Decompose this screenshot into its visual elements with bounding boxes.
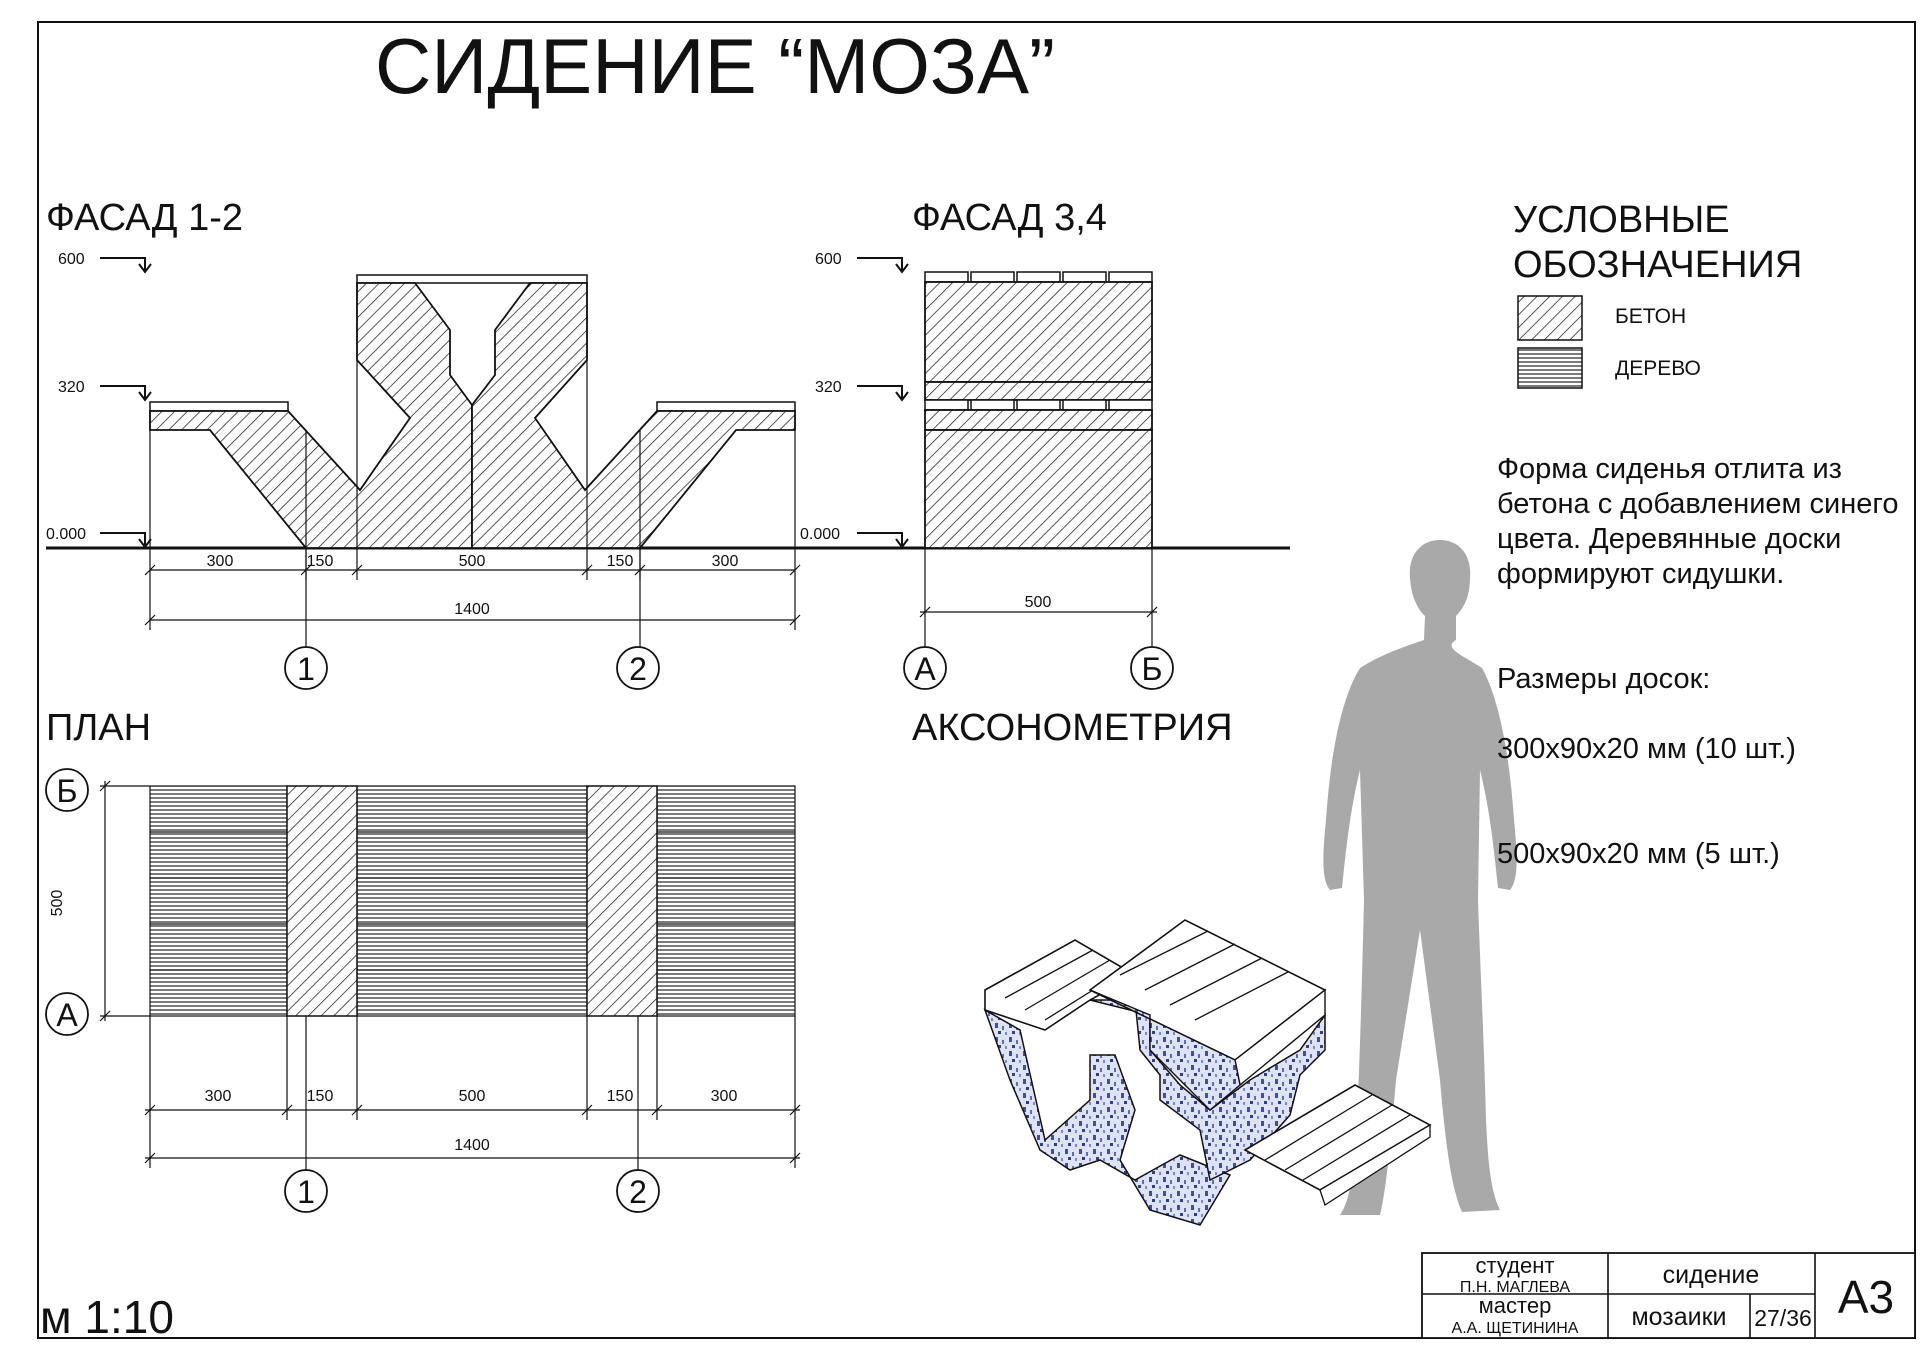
plan-dim-300-right: 300 <box>711 1088 738 1105</box>
page-title: СИДЕНИЕ “МОЗА” <box>375 22 1055 110</box>
plan-concrete-right <box>586 785 658 1017</box>
concrete-body-left <box>149 282 473 549</box>
legend-title-line2: ОБОЗНАЧЕНИЯ <box>1513 244 1802 286</box>
axis-1-bubble <box>284 646 328 690</box>
legend-title-line1: УСЛОВНЫЕ <box>1513 199 1730 241</box>
left-wood-board <box>149 401 289 412</box>
axis-1-label: 1 <box>297 651 315 687</box>
plan-axis-b-bubble <box>45 768 89 812</box>
level-600-b: 600 <box>815 251 842 268</box>
legend-sizes-title: Размеры досок: <box>1497 663 1711 695</box>
dim-300-right: 300 <box>712 553 739 570</box>
level-320: 320 <box>58 379 85 396</box>
axis-b-bubble <box>1130 646 1174 690</box>
axonometry: АКСОНОМЕТРИЯ <box>912 540 1517 1226</box>
axis-2-bubble <box>616 646 660 690</box>
plan-dim-150-left: 150 <box>307 1088 334 1105</box>
axis-a-label: А <box>914 651 936 687</box>
plan-axis-1-label: 1 <box>297 1174 315 1210</box>
plan-dimensions <box>99 780 801 1170</box>
stamp-format: А3 <box>1838 1271 1894 1323</box>
plan-view: ПЛАН <box>45 707 801 1213</box>
facade-1-2-dimensions <box>144 283 801 650</box>
axo-right-seat-front <box>1319 1123 1431 1207</box>
plan-dim-500-depth: 500 <box>49 890 66 917</box>
dim-150-right: 150 <box>607 553 634 570</box>
legend-size-2: 500х90х20 мм (5 шт.) <box>1497 838 1780 870</box>
level-marks-facade-1-2 <box>100 257 152 549</box>
plan-dim-500: 500 <box>459 1088 486 1105</box>
human-silhouette <box>1323 540 1517 1215</box>
plan-axis-a-label: А <box>56 997 78 1033</box>
plan-axis-2-label: 2 <box>629 1174 647 1210</box>
level-320-b: 320 <box>815 379 842 396</box>
concrete-lower-band <box>924 409 1153 431</box>
axo-top-seat-boards <box>1119 930 1289 1021</box>
stamp-master-name: А.А. ЩЕТИНИНА <box>1452 1320 1579 1337</box>
plan-dim-total: 1400 <box>454 1137 490 1154</box>
plan-axis-1-bubble <box>284 1169 328 1213</box>
plan-wood-boards <box>149 785 796 1017</box>
plan-axis-a-bubble <box>45 992 89 1036</box>
legend-concrete-swatch <box>1517 295 1583 341</box>
plan-axis-2-bubble <box>616 1169 660 1213</box>
stamp-student-label: студент <box>1476 1253 1555 1278</box>
plan-title: ПЛАН <box>46 707 151 749</box>
facade-3-4-dimensions <box>919 548 1158 650</box>
facade-1-2-title: ФАСАД 1-2 <box>46 197 243 239</box>
plan-axis-b-label: Б <box>57 773 78 809</box>
level-0000: 0.000 <box>46 526 86 543</box>
facade-3-4-title: ФАСАД 3,4 <box>912 197 1107 239</box>
axo-concrete-center <box>1089 999 1326 1182</box>
stamp-master-label: мастер <box>1479 1293 1552 1318</box>
axo-left-seat <box>984 939 1137 1031</box>
plan-dim-300-left: 300 <box>205 1088 232 1105</box>
middle-boards <box>924 399 1153 411</box>
facade-3-4: ФАСАД 3,4 600 320 0.000 5 <box>800 197 1174 690</box>
level-marks-facade-3-4 <box>857 257 909 549</box>
dim-total-1400: 1400 <box>454 601 490 618</box>
axo-concrete-left-leg <box>983 1008 1232 1226</box>
concrete-band <box>924 381 1153 401</box>
axis-a-bubble <box>903 646 947 690</box>
axonometry-title: АКСОНОМЕТРИЯ <box>912 707 1233 749</box>
dim-150-left: 150 <box>307 553 334 570</box>
stamp-student-name: П.Н. МАГЛЕВА <box>1460 1279 1570 1296</box>
concrete-lower <box>924 429 1153 549</box>
legend-description-text: Форма сиденья отлита из бетона с добавле… <box>1497 453 1899 590</box>
stamp-sheet-number: 27/36 <box>1754 1305 1812 1331</box>
stamp-subject-line2: мозаики <box>1631 1303 1726 1331</box>
axis-2-label: 2 <box>629 651 647 687</box>
title-block: студент П.Н. МАГЛЕВА мастер А.А. ЩЕТИНИН… <box>1421 1252 1916 1339</box>
legend: УСЛОВНЫЕ ОБОЗНАЧЕНИЯ БЕТОН ДЕРЕВО <box>1513 199 1802 389</box>
concrete-upper <box>924 281 1153 383</box>
dim-500-b: 500 <box>1025 594 1052 611</box>
sheet-frame <box>37 21 1916 1339</box>
plan-dim-150-right: 150 <box>607 1088 634 1105</box>
stamp-subject-line1: сидение <box>1663 1261 1760 1289</box>
legend-description: Форма сиденья отлита из бетона с добавле… <box>1497 417 1917 907</box>
level-600: 600 <box>58 251 85 268</box>
facade-1-2: ФАСАД 1-2 600 320 0.000 <box>46 197 1290 690</box>
top-boards <box>924 271 1153 283</box>
legend-size-1: 300х90х20 мм (10 шт.) <box>1497 733 1796 765</box>
legend-concrete-label: БЕТОН <box>1615 305 1686 328</box>
legend-wood-swatch <box>1517 347 1583 389</box>
concrete-body-right <box>471 282 796 549</box>
right-wood-board <box>656 401 796 412</box>
axis-b-label: Б <box>1142 651 1163 687</box>
plan-concrete-left <box>286 785 358 1017</box>
drawing-scale: м 1:10 <box>40 1291 174 1343</box>
axo-top-seat-side <box>1089 989 1241 1111</box>
dim-500: 500 <box>459 553 486 570</box>
level-0000-b: 0.000 <box>800 526 840 543</box>
top-wood-board <box>356 274 588 284</box>
dim-300-left: 300 <box>207 553 234 570</box>
axo-right-seat-boards <box>1264 1094 1411 1181</box>
legend-wood-label: ДЕРЕВО <box>1615 357 1701 380</box>
